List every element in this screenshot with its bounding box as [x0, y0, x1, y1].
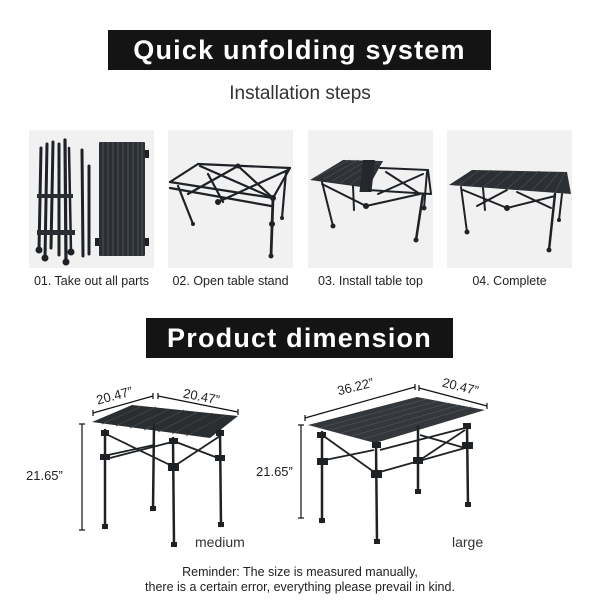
step-4-image-assembled-table — [447, 130, 572, 268]
step-1: 01. Take out all parts — [29, 130, 154, 288]
large-height-label: 21.65” — [256, 464, 293, 479]
large-table-illustration — [298, 384, 488, 544]
step-4-label: 04. Complete — [472, 274, 547, 288]
large-size-label: large — [452, 534, 484, 550]
installation-steps-subtitle: Installation steps — [229, 83, 371, 104]
step-3-label: 03. Install table top — [318, 274, 423, 288]
reminder-line-1: Reminder: The size is measured manually, — [182, 565, 418, 579]
section-title-quick-unfolding: Quick unfolding system — [108, 30, 491, 70]
step-2-image-open-frame — [168, 130, 293, 268]
step-2: 02. Open table stand — [168, 130, 293, 288]
step-1-label: 01. Take out all parts — [33, 274, 150, 288]
medium-table-illustration — [79, 393, 239, 547]
reminder-note: Reminder: The size is measured manually,… — [0, 565, 600, 594]
step-3: 03. Install table top — [308, 130, 433, 288]
section-title-product-dimension: Product dimension — [146, 318, 453, 358]
step-2-label: 02. Open table stand — [172, 274, 289, 288]
medium-height-label: 21.65” — [26, 468, 63, 483]
step-3-image-table-top-rolling — [308, 130, 433, 268]
reminder-line-2: there is a certain error, everything ple… — [145, 579, 455, 594]
medium-size-label: medium — [195, 534, 245, 550]
step-1-image-disassembled-parts — [29, 130, 154, 268]
step-4: 04. Complete — [447, 130, 572, 288]
